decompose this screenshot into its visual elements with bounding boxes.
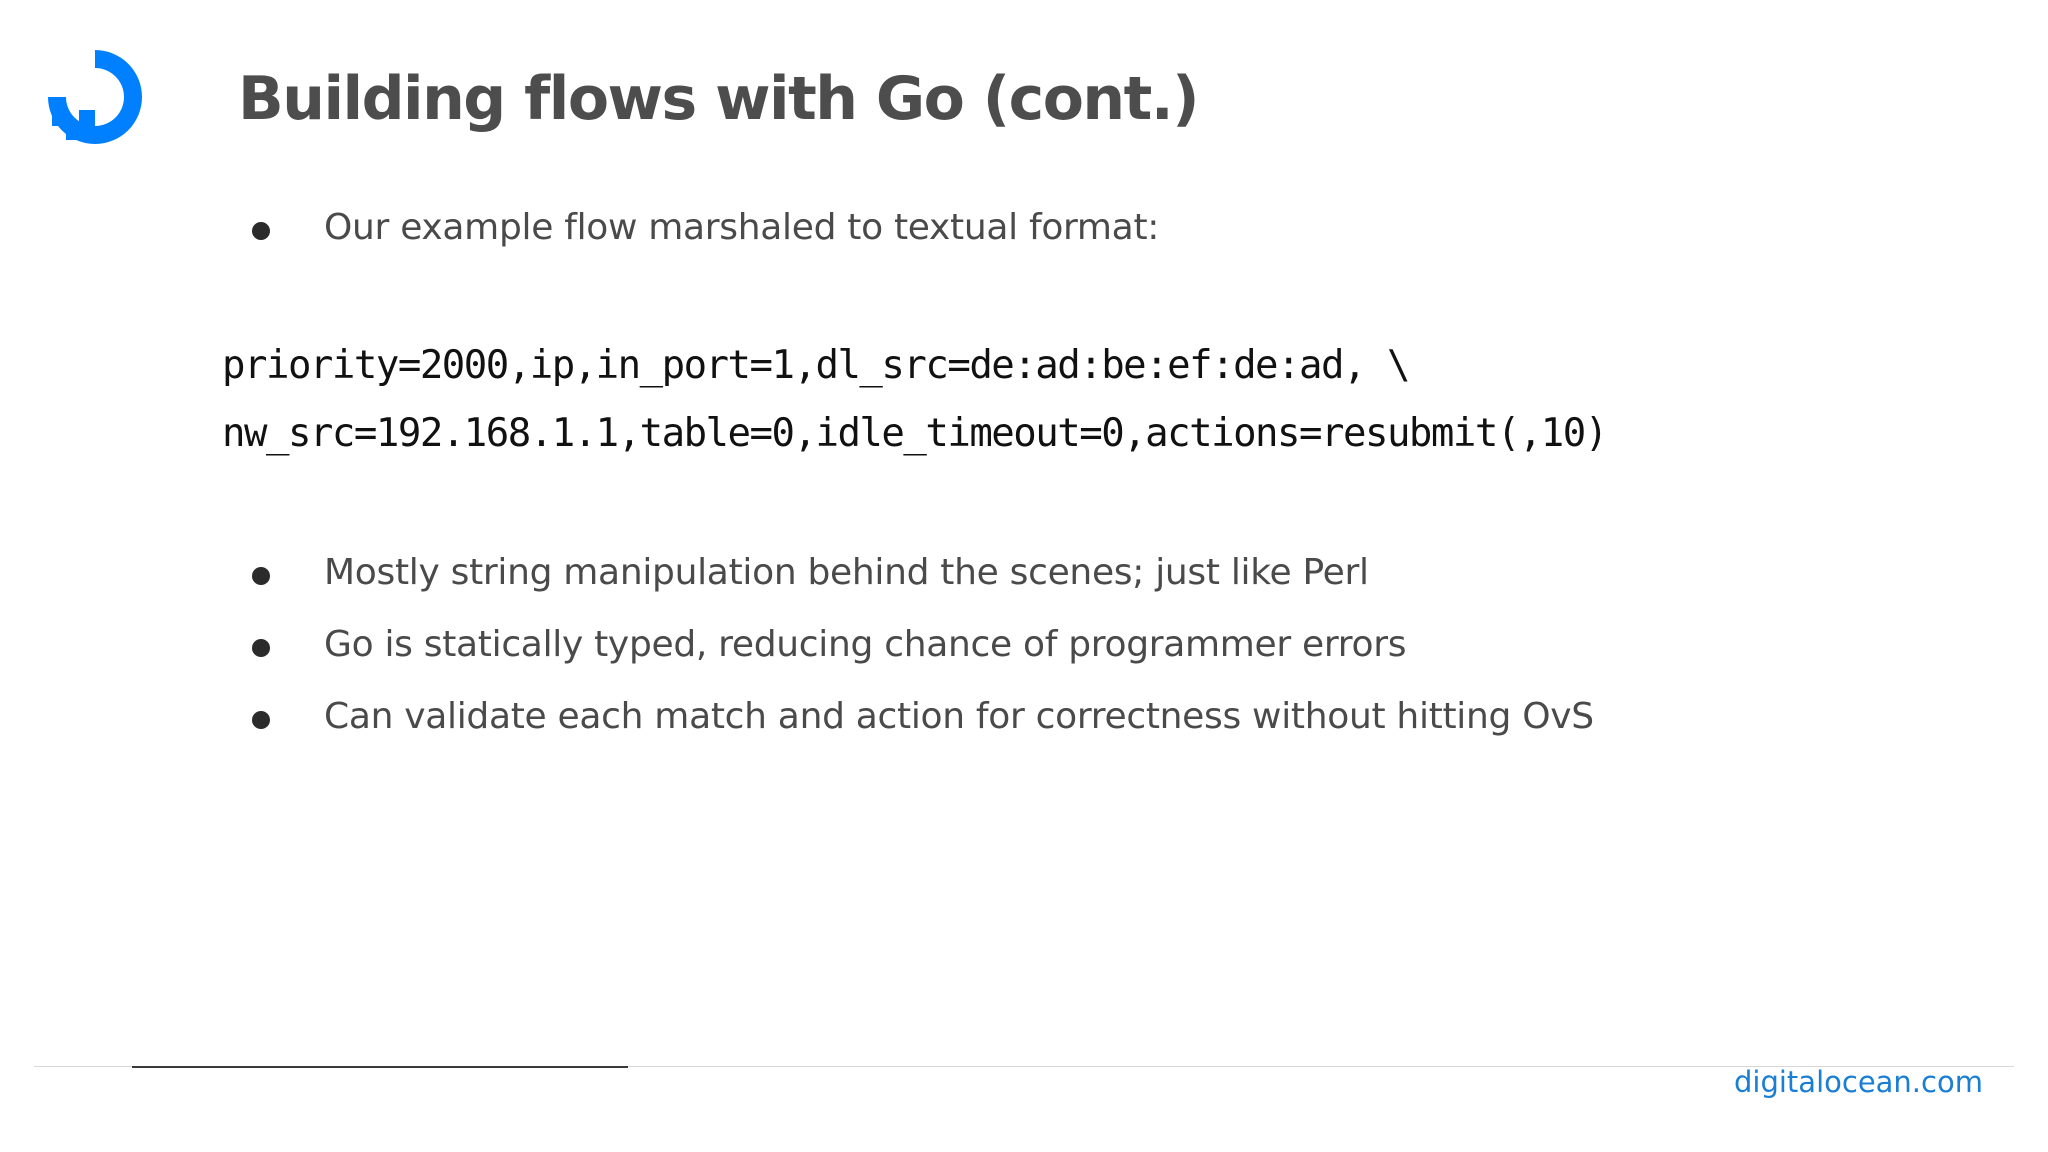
slide-title: Building flows with Go (cont.) [238,64,1200,134]
footer-brand-link[interactable]: digitalocean.com [1734,1065,1983,1099]
code-line: nw_src=192.168.1.1,table=0,idle_timeout=… [222,411,1608,456]
code-line: priority=2000,ip,in_port=1,dl_src=de:ad:… [222,343,1410,388]
bullet-text: Mostly string manipulation behind the sc… [324,552,1369,593]
bullet-dot-icon [252,639,270,657]
bullet-dot-icon [252,222,270,240]
bullet-text: Can validate each match and action for c… [324,696,1594,737]
bullet-text: Our example flow marshaled to textual fo… [324,207,1160,248]
footer-divider [34,1066,2014,1067]
footer-divider-accent [132,1066,628,1068]
bullet-text: Go is statically typed, reducing chance … [324,624,1407,665]
digitalocean-logo-icon [48,50,142,144]
bullet-dot-icon [252,567,270,585]
bullet-dot-icon [252,711,270,729]
